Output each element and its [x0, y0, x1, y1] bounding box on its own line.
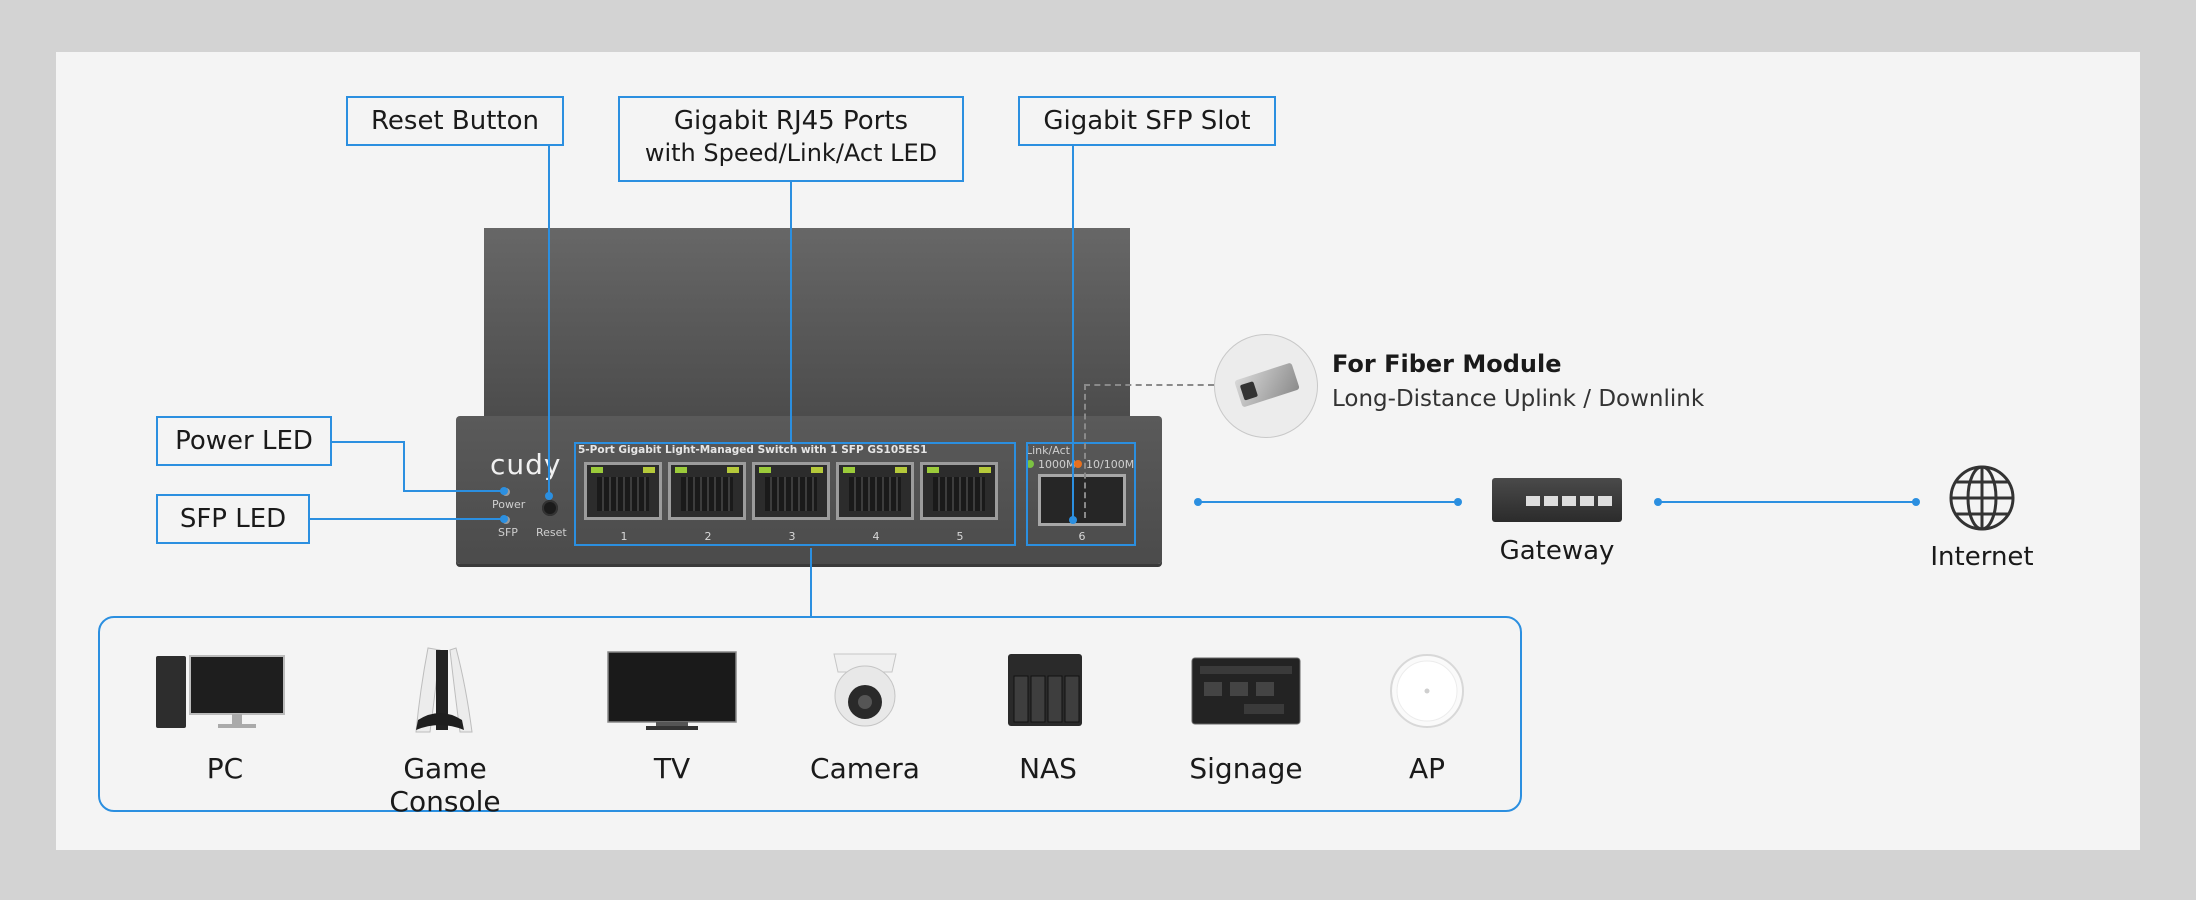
internet-line	[1658, 501, 1916, 503]
power-led-line-v	[403, 441, 405, 491]
tv-icon	[607, 651, 737, 730]
pc-icon	[156, 655, 285, 728]
port-number: 4	[872, 530, 880, 543]
sfp-slot-highlight	[1026, 442, 1136, 546]
rj45-port-3[interactable]	[752, 462, 830, 520]
nas-icon	[1008, 654, 1082, 726]
access-point-icon	[1390, 654, 1464, 728]
device-label-pc: PC	[206, 752, 244, 785]
switch-model-text: 5-Port Gigabit Light-Managed Switch with…	[578, 444, 928, 456]
reset-button[interactable]	[542, 500, 558, 516]
switch-front-panel: cudy Power SFP Reset 5-Port Gigabit Ligh…	[456, 416, 1162, 564]
gateway-label: Gateway	[1499, 536, 1615, 566]
internet-dot-right	[1912, 498, 1920, 506]
sfp-slot-callout: Gigabit SFP Slot	[1018, 96, 1276, 146]
power-led-label: Power	[492, 498, 526, 511]
signage-icon	[1191, 657, 1301, 725]
led-1000m-indicator	[1026, 460, 1034, 468]
game-console-icon	[415, 647, 473, 733]
sfp-module-icon	[1234, 362, 1300, 408]
rj45-port-5[interactable]	[920, 462, 998, 520]
device-label-nas: NAS	[1019, 752, 1077, 785]
fiber-dash-horizontal	[1084, 384, 1214, 386]
callout-subtext: with Speed/Link/Act LED	[644, 139, 938, 167]
port-number: 2	[704, 530, 712, 543]
uplink-dot-right	[1454, 498, 1462, 506]
rj45-port-1[interactable]	[584, 462, 662, 520]
camera-icon	[833, 653, 897, 727]
callout-text: SFP LED	[179, 504, 287, 534]
callout-text: Gigabit SFP Slot	[1043, 106, 1251, 136]
led-10-100m-indicator	[1074, 460, 1082, 468]
callout-text: Reset Button	[371, 106, 539, 136]
fiber-subtitle: Long-Distance Uplink / Downlink	[1332, 386, 1705, 412]
switch-top-cover	[484, 228, 1130, 416]
devices-leader-line	[810, 548, 812, 616]
power-led-dot	[500, 487, 508, 495]
rj45-port-4[interactable]	[836, 462, 914, 520]
rj45-port-2[interactable]	[668, 462, 746, 520]
device-label-tv: TV	[653, 752, 691, 785]
reset-label: Reset	[536, 526, 567, 539]
ports-leader-line	[790, 182, 792, 444]
port-number: 5	[956, 530, 964, 543]
sfp-led-dot	[500, 515, 508, 523]
power-led-line-h2	[403, 490, 503, 492]
speed-1000m-label: 1000M	[1038, 458, 1076, 471]
sfp-led-label: SFP	[498, 526, 518, 539]
callout-text: Gigabit RJ45 Ports	[673, 106, 909, 136]
rj45-ports-callout: Gigabit RJ45 Ports with Speed/Link/Act L…	[618, 96, 964, 182]
reset-button-callout: Reset Button	[346, 96, 564, 146]
uplink-line	[1198, 501, 1458, 503]
speed-10-100m-label: 10/100M	[1086, 458, 1135, 471]
callout-text: Power LED	[175, 426, 313, 456]
sfp-leader-dot	[1069, 516, 1077, 524]
sfp-leader-line	[1072, 146, 1074, 520]
power-led-callout: Power LED	[156, 416, 332, 466]
rj45-ports-highlight	[574, 442, 1016, 546]
reset-leader-line	[548, 146, 550, 496]
sfp-slot[interactable]	[1038, 474, 1126, 526]
sfp-port-number: 6	[1078, 530, 1086, 543]
port-number: 3	[788, 530, 796, 543]
fiber-dash-vertical	[1084, 384, 1086, 518]
device-label-camera: Camera	[810, 752, 920, 785]
port-number: 1	[620, 530, 628, 543]
device-label-ap: AP	[1408, 752, 1446, 785]
link-act-label: Link/Act	[1026, 444, 1070, 457]
sfp-led-callout: SFP LED	[156, 494, 310, 544]
device-label-game-console: Game Console	[389, 752, 501, 818]
internet-label: Internet	[1930, 542, 2034, 572]
reset-leader-dot	[545, 492, 553, 500]
globe-icon	[1949, 465, 2015, 531]
gateway-router-icon	[1492, 478, 1622, 522]
brand-logo: cudy	[490, 448, 562, 481]
connected-devices-box	[98, 616, 1522, 812]
device-label-signage: Signage	[1189, 752, 1303, 785]
fiber-module-image	[1214, 334, 1318, 438]
power-led-line-h1	[332, 441, 404, 443]
fiber-title: For Fiber Module	[1332, 350, 1562, 378]
sfp-led-line	[310, 518, 502, 520]
